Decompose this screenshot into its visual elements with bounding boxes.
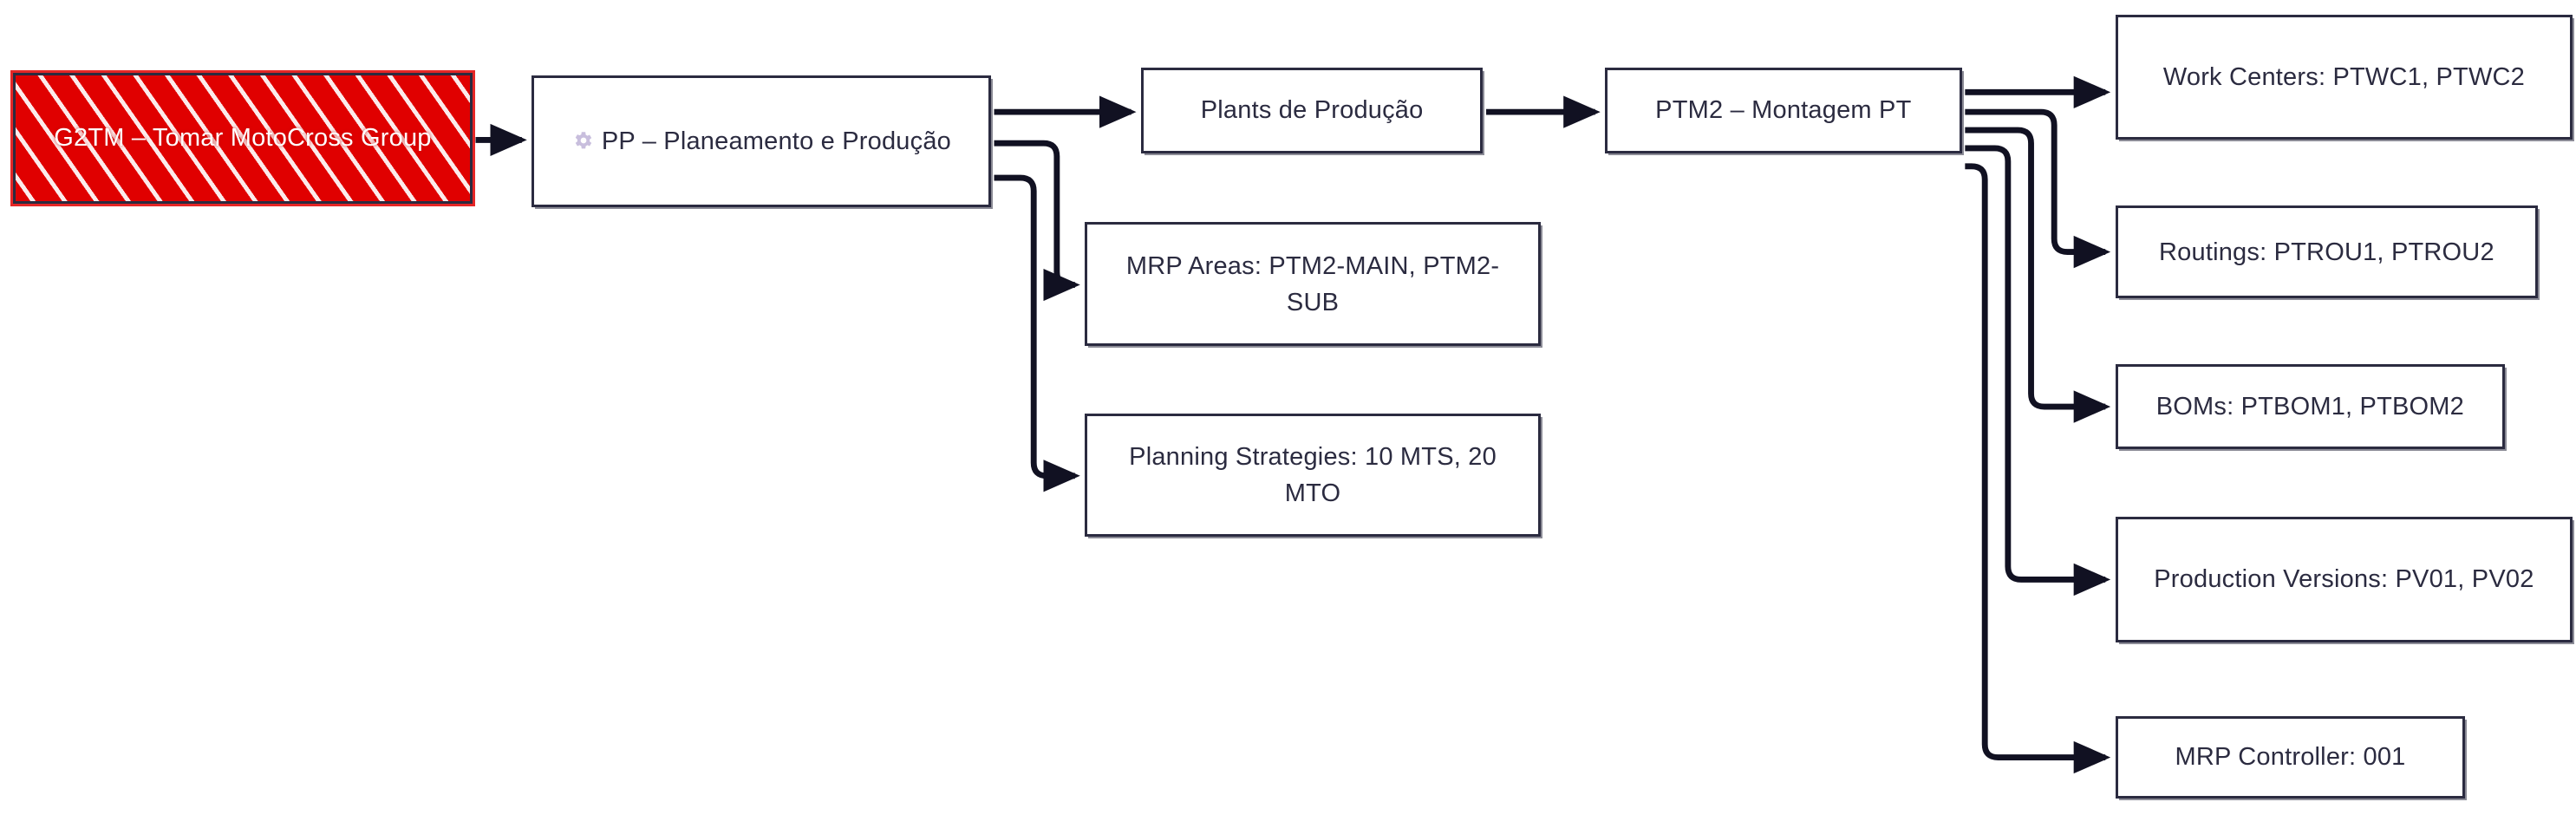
mrp-controller-node[interactable]: MRP Controller: 001 [2115,716,2466,799]
ptm2-plant-node-line1: PTM2 – Montagem PT [1655,96,1912,125]
mrp-areas-node-line1: MRP Areas: PTM2-MAIN, [1125,251,1416,280]
production-versions-node-line1: Production Versions: PV01, [2154,565,2465,594]
boms-node-line1: BOMs: PTBOM1, PTBOM2 [2155,393,2464,421]
pp-module-node-label: PP – Planeamento e Produção [571,123,951,160]
mrp-controller-node-line1: MRP Controller: 001 [2175,743,2406,772]
mrp-controller-node-label: MRP Controller: 001 [2175,739,2406,775]
work-centers-node-line2: PTWC2 [2436,63,2525,92]
company-group-node-line2: Group [361,124,432,153]
planning-strategies-node[interactable]: Planning Strategies: 10 MTS, 20 MTO [1085,413,1541,538]
gear-icon [571,129,594,152]
mrp-areas-node-line2: PTM2-SUB [1286,251,1500,316]
routings-node-label: Routings: PTROU1, PTROU2 [2159,234,2494,271]
routings-node[interactable]: Routings: PTROU1, PTROU2 [2115,205,2539,298]
pp-module-node-line2: Produção [842,127,951,156]
company-group-node-label: G2TM – Tomar MotoCross Group [54,120,431,156]
plants-node[interactable]: Plants de Produção [1141,67,1484,153]
pp-module-node[interactable]: PP – Planeamento e Produção [532,75,991,208]
boms-node[interactable]: BOMs: PTBOM1, PTBOM2 [2115,363,2506,450]
mrp-areas-node-label: MRP Areas: PTM2-MAIN, PTM2-SUB [1103,248,1523,321]
ptm2-plant-node-label: PTM2 – Montagem PT [1655,92,1911,128]
work-centers-node-label: Work Centers: PTWC1, PTWC2 [2163,59,2525,95]
work-centers-node-line1: Work Centers: PTWC1, [2162,63,2429,92]
pp-module-node-line1: PP – Planeamento e [601,127,835,156]
plants-node-label: Plants de Produção [1201,92,1424,128]
mrp-areas-node[interactable]: MRP Areas: PTM2-MAIN, PTM2-SUB [1085,222,1541,346]
edge-ptm2-to-routings-path [1965,108,2111,269]
planning-strategies-node-line2: MTS, 20 MTO [1284,442,1497,507]
ptm2-plant-node[interactable]: PTM2 – Montagem PT [1605,67,1962,153]
boms-node-label: BOMs: PTBOM1, PTBOM2 [2156,388,2464,425]
company-group-node[interactable]: G2TM – Tomar MotoCross Group [13,72,473,205]
routings-node-line1: Routings: PTROU1, PTROU2 [2159,238,2494,266]
edge-pp-to-planning-strategies-path [994,174,1080,492]
production-versions-node-line2: PV02 [2471,565,2534,594]
edge-ptm2-to-mrp-controller-path [1965,163,2111,774]
edge-ptm2-to-boms-path [1965,127,2111,423]
company-group-node-line1: G2TM – Tomar MotoCross [54,124,354,153]
planning-strategies-node-line1: Planning Strategies: 10 [1129,442,1393,471]
production-versions-node-label: Production Versions: PV01, PV02 [2154,561,2534,597]
edge-pp-to-mrp-areas-path [994,140,1080,302]
planning-strategies-node-label: Planning Strategies: 10 MTS, 20 MTO [1103,439,1523,512]
plants-node-line1: Plants de Produção [1200,96,1424,125]
production-versions-node[interactable]: Production Versions: PV01, PV02 [2115,517,2573,642]
edge-ptm2-to-production-versions-path [1965,145,2111,597]
work-centers-node[interactable]: Work Centers: PTWC1, PTWC2 [2115,15,2573,140]
